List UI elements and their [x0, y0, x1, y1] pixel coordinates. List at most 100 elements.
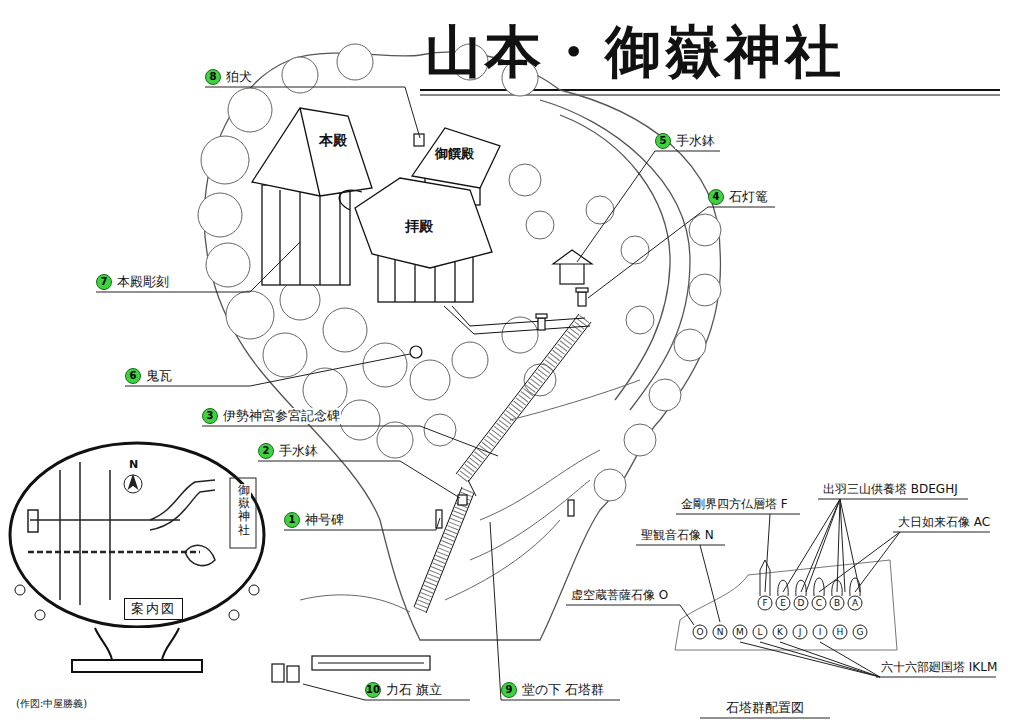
honden-building — [319, 190, 320, 285]
guide-map-roads — [185, 545, 215, 565]
callout-number: 3 — [202, 408, 218, 424]
guide-map-roads — [150, 490, 215, 530]
temizuya-and-lanterns — [538, 318, 545, 330]
temizuya-and-lanterns — [410, 134, 592, 528]
stone-tower-layout — [840, 499, 860, 592]
stone-wall — [510, 380, 640, 420]
stairs-and-path — [456, 314, 579, 474]
tree-canopy — [263, 333, 307, 377]
tree-canopy — [280, 280, 320, 320]
callout-leaders — [96, 242, 300, 292]
compass-north: N — [128, 458, 139, 472]
tree-canopy — [621, 236, 649, 264]
tree-canopy — [228, 88, 272, 132]
stone-tower-layout — [758, 596, 772, 610]
guide-map-roads — [124, 475, 142, 493]
tower-label: 出羽三山供養塔 BDEGHJ — [822, 482, 959, 497]
stone-tower-layout — [566, 499, 996, 718]
callout-leaders — [205, 87, 420, 138]
stone-wall — [480, 450, 600, 520]
forest-outline — [540, 100, 690, 410]
shrine-name-vertical: 御嶽神社 — [237, 484, 251, 537]
stone-tower-layout — [830, 596, 844, 610]
stone-tower-layout — [814, 578, 824, 596]
building-name: 御饌殿 — [434, 146, 475, 162]
chikaraishi-hatatate — [272, 664, 284, 682]
stairs-and-path — [468, 480, 476, 496]
tree-canopy — [337, 44, 373, 80]
guide-map-roads — [59, 470, 61, 600]
tower-letter: M — [734, 626, 746, 638]
stone-tower-layout — [801, 499, 840, 592]
diagram-subtitle: 石塔群配置図 — [725, 700, 805, 716]
stone-tower-layout — [833, 625, 847, 639]
stone-tower-layout — [753, 625, 767, 639]
guide-map-frame — [249, 585, 259, 595]
box-text: 案内図 — [131, 601, 176, 617]
callout-leaders — [490, 522, 620, 700]
tower-letter: O — [694, 626, 706, 638]
tower-label: 大日如来石像 AC — [897, 515, 991, 530]
honden-building — [299, 190, 300, 285]
stone-tower-layout — [675, 560, 897, 650]
honden-building — [339, 190, 340, 285]
guide-map-frame — [95, 628, 179, 660]
tree-canopy — [323, 308, 367, 352]
stone-tower-layout — [700, 545, 720, 622]
guide-map-frame — [10, 443, 264, 672]
tree-canopy — [526, 211, 554, 239]
callout: 4石灯篭 — [708, 189, 769, 205]
building-name: 拝殿 — [404, 218, 434, 236]
callout-label: 石灯篭 — [728, 189, 769, 205]
callout-leaders — [258, 461, 460, 498]
tower-letter: I — [814, 626, 826, 638]
shinsenden-building — [412, 128, 500, 188]
callout-label: 本殿彫刻 — [116, 274, 170, 290]
honden-building — [279, 190, 280, 285]
callout-label: 伊勢神宮参宮記念碑 — [222, 408, 341, 424]
tower-letter: K — [774, 626, 786, 638]
honden-building — [262, 185, 350, 285]
callout: 8狛犬 — [205, 69, 253, 85]
callout: 7本殿彫刻 — [96, 274, 170, 290]
tower-letter: F — [759, 597, 771, 609]
callout-leaders — [577, 151, 720, 262]
tower-letter: N — [714, 626, 726, 638]
guide-map-roads — [109, 470, 111, 600]
stone-wall — [300, 380, 640, 612]
callout-leaders — [202, 426, 498, 456]
stone-tower-layout — [760, 642, 880, 677]
callout-number: 4 — [708, 189, 724, 205]
credit-caption: (作図:中屋勝義) — [16, 698, 87, 711]
guide-map-roads — [129, 476, 137, 488]
stone-tower-layout — [848, 596, 862, 610]
callout-number: 2 — [258, 443, 274, 459]
callout: 9堂の下 石塔群 — [501, 682, 605, 698]
temizuya-and-lanterns — [568, 500, 574, 516]
tower-letter: D — [795, 597, 807, 609]
callout: 10力石 旗立 — [365, 682, 443, 698]
title-text: 山本・御嶽神社 — [425, 18, 845, 84]
tree-canopy — [626, 306, 654, 334]
callout-label: 堂の下 石塔群 — [521, 682, 605, 698]
temizuya-and-lanterns — [436, 510, 442, 528]
tree-canopy — [226, 291, 274, 339]
tower-label: 虚空蔵菩薩石像 O — [570, 588, 669, 603]
tree-canopy — [410, 360, 450, 400]
guide-map-frame — [72, 660, 202, 672]
tree-canopy — [363, 343, 407, 387]
stone-tower-layout — [773, 625, 787, 639]
tree-canopy — [689, 274, 721, 306]
guide-map-title-box: 案内図 — [124, 598, 183, 620]
guide-map-frame — [15, 585, 25, 595]
tree-canopy — [649, 379, 681, 411]
callout-number: 6 — [125, 368, 141, 384]
tree-canopy — [201, 136, 249, 184]
tree-canopy — [594, 469, 626, 501]
callout: 5手水鉢 — [655, 133, 716, 149]
stone-tower-layout — [778, 580, 788, 596]
chikaraishi-hatatate — [287, 666, 299, 682]
tower-letter: B — [831, 597, 843, 609]
guide-map-roads — [230, 478, 256, 548]
haiden-building — [355, 178, 492, 268]
